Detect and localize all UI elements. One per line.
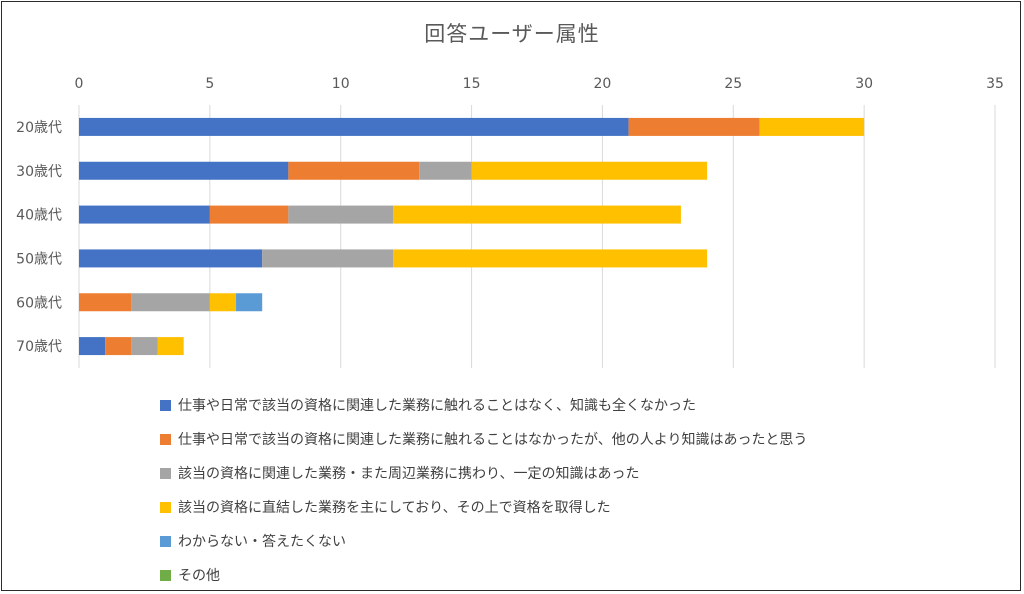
legend-item: 仕事や日常で該当の資格に関連した業務に触れることはなかったが、他の人より知識はあ… — [160, 422, 807, 456]
bar-segment — [628, 117, 760, 136]
legend-label: 仕事や日常で該当の資格に関連した業務に触れることはなかったが、他の人より知識はあ… — [178, 432, 808, 448]
legend-item: わからない・答えたくない — [160, 524, 807, 558]
bar-segment — [393, 249, 708, 268]
category-label: 30歳代 — [16, 164, 62, 180]
legend: 仕事や日常で該当の資格に関連した業務に触れることはなく、知識も全くなかった仕事や… — [160, 388, 807, 592]
category-label: 60歳代 — [16, 295, 62, 311]
bar-segment — [79, 337, 106, 356]
x-tick-label: 10 — [332, 76, 350, 92]
x-tick-label: 35 — [986, 76, 1004, 92]
legend-item: 仕事や日常で該当の資格に関連した業務に触れることはなく、知識も全くなかった — [160, 388, 807, 422]
bar-segment — [759, 117, 865, 136]
legend-label: わからない・答えたくない — [178, 534, 346, 550]
bar-segment — [419, 161, 472, 180]
legend-label: 該当の資格に関連した業務・また周辺業務に携わり、一定の知識はあった — [178, 466, 640, 482]
bar-segment — [79, 249, 263, 268]
bar-segment — [105, 337, 132, 356]
bar-segment — [209, 205, 289, 224]
bar-segment — [79, 117, 629, 136]
legend-swatch — [160, 433, 171, 445]
legend-label: 該当の資格に直結した業務を主にしており、その上で資格を取得した — [178, 500, 611, 516]
legend-swatch — [160, 569, 171, 581]
bar-segment — [209, 293, 237, 312]
bar-segment — [288, 161, 420, 180]
legend-swatch — [160, 535, 171, 547]
legend-swatch — [160, 467, 171, 479]
bar-segment — [131, 337, 158, 356]
bar-segment — [471, 161, 708, 180]
legend-label: 仕事や日常で該当の資格に関連した業務に触れることはなく、知識も全くなかった — [178, 398, 696, 414]
bar-segment — [262, 249, 394, 268]
x-tick-label: 0 — [75, 76, 84, 92]
chart-title: 回答ユーザー属性 — [424, 22, 600, 46]
bar-segment — [393, 205, 681, 224]
bar-segment — [288, 205, 394, 224]
legend-item: 該当の資格に直結した業務を主にしており、その上で資格を取得した — [160, 490, 807, 524]
category-label: 70歳代 — [16, 339, 62, 355]
legend-swatch — [160, 501, 171, 513]
bar-segment — [236, 293, 263, 312]
bar-segment — [79, 205, 210, 224]
category-label: 20歳代 — [16, 120, 62, 136]
legend-item: その他 — [160, 558, 807, 592]
bar-segment — [131, 293, 210, 312]
legend-item: 該当の資格に関連した業務・また周辺業務に携わり、一定の知識はあった — [160, 456, 807, 490]
category-label: 50歳代 — [16, 251, 62, 267]
x-tick-label: 5 — [205, 76, 214, 92]
bar-segment — [79, 161, 289, 180]
category-label: 40歳代 — [16, 208, 62, 224]
x-tick-label: 15 — [463, 76, 481, 92]
legend-label: その他 — [178, 568, 220, 584]
bar-segment — [79, 293, 132, 312]
x-tick-label: 20 — [594, 76, 612, 92]
bar-segment — [157, 337, 184, 356]
x-tick-label: 25 — [724, 76, 742, 92]
legend-swatch — [160, 399, 171, 411]
x-tick-label: 30 — [855, 76, 873, 92]
